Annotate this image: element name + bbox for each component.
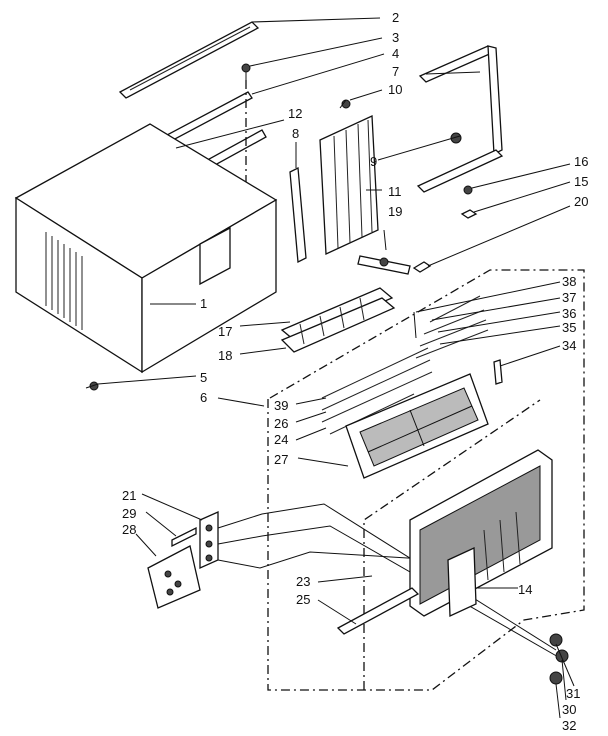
knobs-part [549, 633, 569, 685]
label-part-2: 2 [392, 10, 399, 25]
screw-part [85, 381, 99, 391]
label-part-39: 39 [274, 398, 288, 413]
filter-part [345, 373, 489, 479]
bracket-part [357, 255, 411, 275]
label-part-30: 30 [562, 702, 576, 717]
label-part-10: 10 [388, 82, 402, 97]
label-part-21: 21 [122, 488, 136, 503]
top-rail-part [118, 21, 260, 99]
label-part-6: 6 [200, 390, 207, 405]
louver-assembly-part [280, 287, 396, 353]
label-part-12: 12 [288, 106, 302, 121]
label-part-28: 28 [122, 522, 136, 537]
condenser-fins-part [289, 115, 379, 264]
leader-lines [97, 17, 575, 719]
label-part-11: 11 [388, 184, 402, 199]
screw-part [241, 63, 251, 80]
mounting-plate-part [171, 510, 219, 570]
label-part-17: 17 [218, 324, 232, 339]
label-part-1: 1 [200, 296, 207, 311]
front-panel-inner-outline [363, 399, 541, 690]
clip-part [412, 261, 432, 273]
label-part-35: 35 [562, 320, 576, 335]
label-part-32: 32 [562, 718, 576, 733]
frame-part [416, 45, 504, 193]
label-part-31: 31 [566, 686, 580, 701]
label-part-3: 3 [392, 30, 399, 45]
label-part-38: 38 [562, 274, 576, 289]
label-part-4: 4 [392, 46, 399, 61]
label-part-27: 27 [274, 452, 288, 467]
front-grille-part [409, 449, 553, 617]
cabinet-vent-grille [45, 232, 83, 330]
side-rod-part [336, 587, 420, 635]
label-part-37: 37 [562, 290, 576, 305]
screw-part [339, 99, 351, 109]
cabinet-part [14, 123, 278, 374]
label-part-19: 19 [388, 204, 402, 219]
front-panel-outline [267, 269, 585, 691]
part-number-labels: 2 3 4 7 10 12 8 9 16 15 11 19 20 1 38 37… [122, 10, 588, 733]
panel-rods-part [321, 347, 433, 435]
label-part-25: 25 [296, 592, 310, 607]
label-part-20: 20 [574, 194, 588, 209]
label-part-5: 5 [200, 370, 207, 385]
label-part-7: 7 [392, 64, 399, 79]
label-part-26: 26 [274, 416, 288, 431]
label-part-24: 24 [274, 432, 288, 447]
label-part-14: 14 [518, 582, 532, 597]
label-part-15: 15 [574, 174, 588, 189]
label-part-29: 29 [122, 506, 136, 521]
screw-washer-part [460, 185, 478, 219]
label-part-18: 18 [218, 348, 232, 363]
label-part-16: 16 [574, 154, 588, 169]
label-part-9: 9 [370, 154, 377, 169]
label-part-36: 36 [562, 306, 576, 321]
control-panel-part [147, 545, 201, 609]
label-part-23: 23 [296, 574, 310, 589]
label-part-8: 8 [292, 126, 299, 141]
label-part-34: 34 [562, 338, 576, 353]
